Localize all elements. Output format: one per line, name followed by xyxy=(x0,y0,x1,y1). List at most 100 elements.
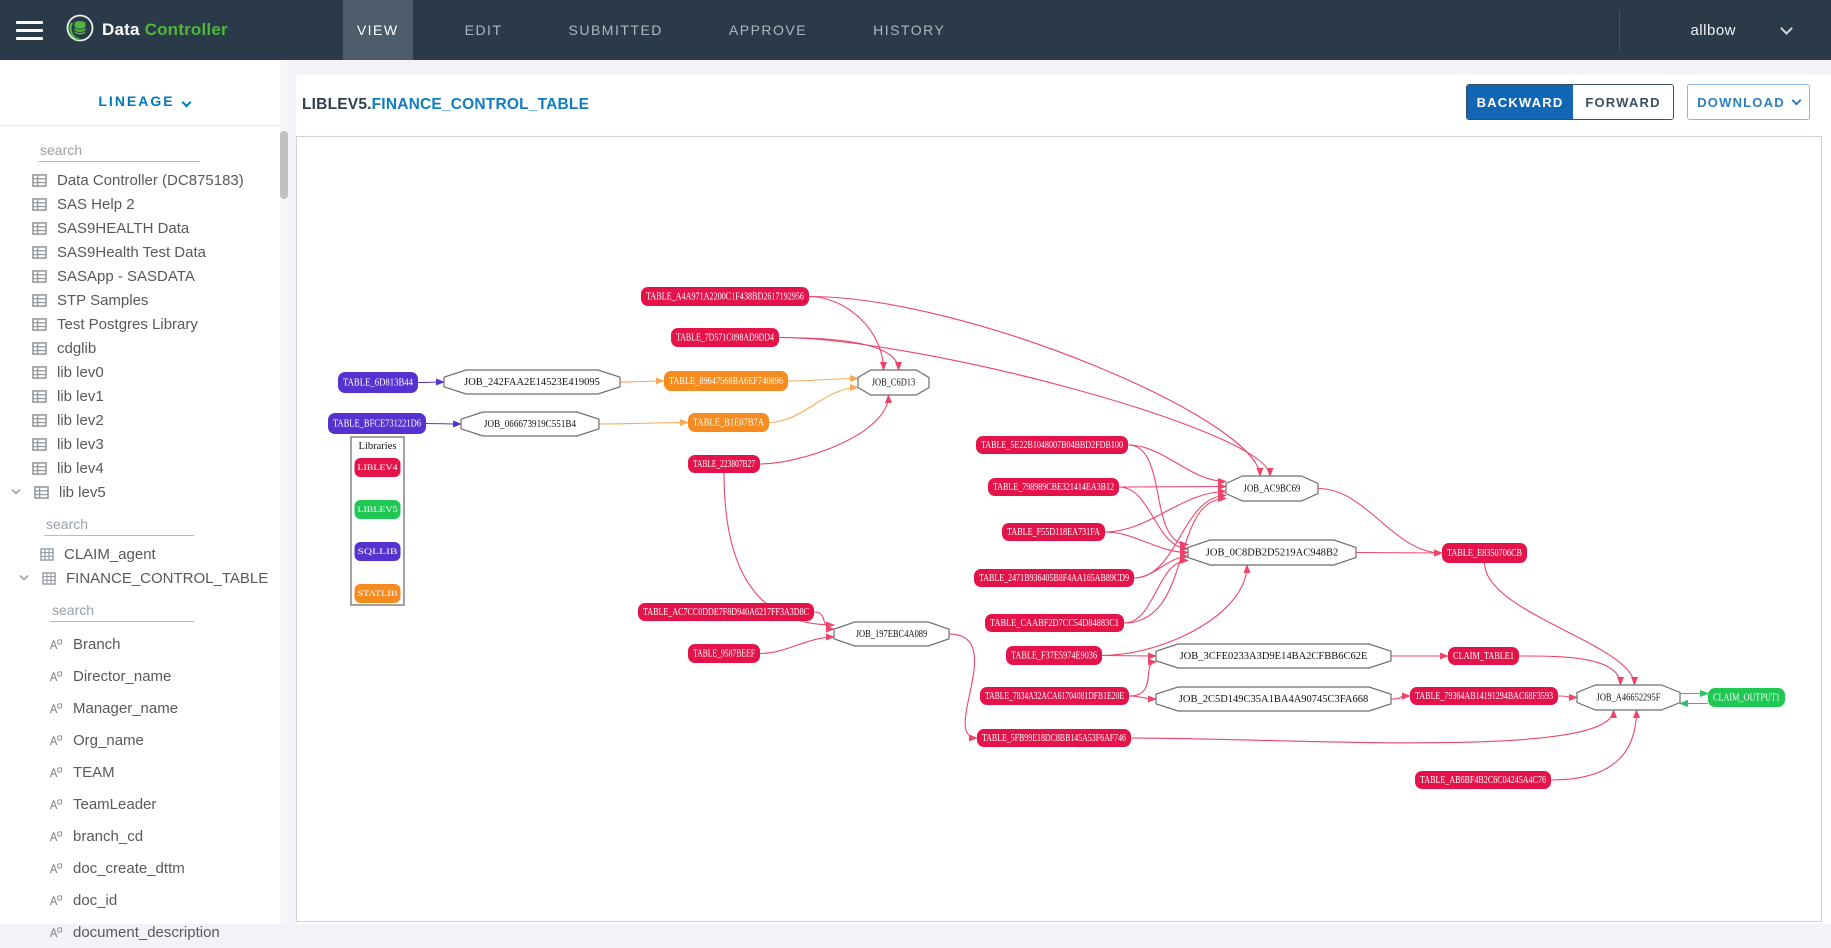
node-TABLE_5E22B1048007B04BBD2FDB100[interactable]: TABLE_5E22B1048007B04BBD2FDB100 xyxy=(976,436,1128,454)
database-logo-icon xyxy=(66,14,94,47)
node-TABLE_B1E07B7A[interactable]: TABLE_B1E07B7A xyxy=(688,413,769,432)
node-TABLE_F55D118EA731FA[interactable]: TABLE_F55D118EA731FA xyxy=(1002,523,1105,541)
svg-text:Libraries: Libraries xyxy=(359,441,397,452)
svg-text:TABLE_6D813B44: TABLE_6D813B44 xyxy=(343,377,414,388)
sidebar-library-data-controller-dc875183-label: Data Controller (DC875183) xyxy=(57,172,244,189)
node-JOB_C6D13[interactable]: JOB_C6D13 xyxy=(858,370,929,395)
sidebar-column-manager-name[interactable]: Manager_name xyxy=(0,692,288,724)
hamburger-menu-icon[interactable] xyxy=(0,0,56,60)
node-TABLE_A4A971A2200C1F438BD2617192956[interactable]: TABLE_A4A971A2200C1F438BD2617192956 xyxy=(641,287,809,306)
node-CLAIM_OUTPUT1[interactable]: CLAIM_OUTPUT1 xyxy=(1708,688,1785,707)
node-CLAIM_TABLE1[interactable]: CLAIM_TABLE1 xyxy=(1448,647,1519,665)
user-menu[interactable]: allbow xyxy=(1690,22,1791,39)
edge-claim_table1-to-j_a46652 xyxy=(1519,656,1621,685)
node-JOB_2C5D149C35A1BA4A90745C3FA668[interactable]: JOB_2C5D149C35A1BA4A90745C3FA668 xyxy=(1156,687,1391,711)
sidebar-scrollbar[interactable] xyxy=(280,60,288,924)
node-TABLE_798989CBE321414EA3B12[interactable]: TABLE_798989CBE321414EA3B12 xyxy=(988,478,1119,496)
sidebar-library-sas9health-data[interactable]: SAS9HEALTH Data xyxy=(0,216,288,240)
sidebar-column-doc-create-dttm[interactable]: doc_create_dttm xyxy=(0,852,288,884)
node-TABLE_79364AB14191294BAC68F3593[interactable]: TABLE_79364AB14191294BAC68F3593 xyxy=(1410,687,1558,705)
node-TABLE_2471B936405B8F4AA165AB89CD9[interactable]: TABLE_2471B936405B8F4AA165AB89CD9 xyxy=(974,569,1134,587)
sidebar-library-lib-lev3[interactable]: lib lev3 xyxy=(0,432,288,456)
node-JOB_A46652295F[interactable]: JOB_A46652295F xyxy=(1577,685,1680,710)
sidebar-table-claim-agent[interactable]: CLAIM_agent xyxy=(0,542,288,566)
sidebar-column-branch-cd[interactable]: branch_cd xyxy=(0,820,288,852)
sidebar-column-team[interactable]: TEAM xyxy=(0,756,288,788)
forward-button[interactable]: FORWARD xyxy=(1573,85,1673,119)
node-JOB_AC9BC69[interactable]: JOB_AC9BC69 xyxy=(1226,476,1318,501)
character-column-icon xyxy=(48,734,63,747)
svg-text:CLAIM_OUTPUT1: CLAIM_OUTPUT1 xyxy=(1713,692,1780,703)
library-search-input[interactable] xyxy=(38,140,200,162)
node-TABLE_89647568BA6EF740896[interactable]: TABLE_89647568BA6EF740896 xyxy=(664,371,788,391)
sidebar-column-doc-id-label: doc_id xyxy=(73,892,117,909)
chevron-down-icon[interactable] xyxy=(16,572,32,584)
table-list-icon xyxy=(32,414,47,427)
sidebar-column-branch[interactable]: Branch xyxy=(0,628,288,660)
sidebar-table-finance-control-table[interactable]: FINANCE_CONTROL_TABLE xyxy=(0,566,288,590)
node-TABLE_CAABF2D7CC54D84883C1[interactable]: TABLE_CAABF2D7CC54D84883C1 xyxy=(985,614,1124,632)
sidebar-library-lib-lev2[interactable]: lib lev2 xyxy=(0,408,288,432)
table-list-icon xyxy=(32,342,47,355)
main-content: LIBLEV5.FINANCE_CONTROL_TABLE BACKWARD F… xyxy=(288,60,1831,924)
sidebar-column-branch-label: Branch xyxy=(73,636,121,653)
sidebar-column-document-description[interactable]: document_description xyxy=(0,916,288,948)
backward-button[interactable]: BACKWARD xyxy=(1467,85,1573,119)
node-TABLE_7D571C098AD9DD4[interactable]: TABLE_7D571C098AD9DD4 xyxy=(671,328,779,347)
sidebar-scrollbar-thumb[interactable] xyxy=(280,131,288,199)
character-column-icon xyxy=(48,702,63,715)
app-brand[interactable]: Data Controller xyxy=(66,0,228,60)
sidebar-column-doc-id[interactable]: doc_id xyxy=(0,884,288,916)
tab-approve[interactable]: APPROVE xyxy=(715,0,821,60)
sidebar-library-cdglib[interactable]: cdglib xyxy=(0,336,288,360)
node-TABLE_7834A32ACA61704081DFB1E20E[interactable]: TABLE_7834A32ACA61704081DFB1E20E xyxy=(980,687,1129,705)
sidebar-library-stp-samples-label: STP Samples xyxy=(57,292,148,309)
table-search-input[interactable] xyxy=(44,514,194,536)
tab-history[interactable]: HISTORY xyxy=(859,0,959,60)
node-JOB_197EBC4A089[interactable]: JOB_197EBC4A089 xyxy=(834,622,949,646)
legend-libraries: LibrariesLIBLEV4LIBLEV5SQLLIBSTATLIB xyxy=(351,437,404,605)
node-TABLE_5FB99E18DC8BB145A53F6AF746[interactable]: TABLE_5FB99E18DC8BB145A53F6AF746 xyxy=(977,729,1131,747)
sidebar-library-lib-lev5[interactable]: lib lev5 xyxy=(0,480,288,504)
table-list-icon xyxy=(32,198,47,211)
sidebar-library-sasapp-sasdata[interactable]: SASApp - SASDATA xyxy=(0,264,288,288)
sidebar-column-teamleader[interactable]: TeamLeader xyxy=(0,788,288,820)
sidebar-column-director-name[interactable]: Director_name xyxy=(0,660,288,692)
mode-selector-lineage[interactable]: LINEAGE xyxy=(0,60,288,109)
node-TABLE_6D813B44[interactable]: TABLE_6D813B44 xyxy=(338,372,418,393)
node-TABLE_BFCE731221D6[interactable]: TABLE_BFCE731221D6 xyxy=(328,413,426,434)
svg-text:TABLE_E8350706CB: TABLE_E8350706CB xyxy=(1447,548,1522,559)
sidebar-library-data-controller-dc875183[interactable]: Data Controller (DC875183) xyxy=(0,168,288,192)
node-TABLE_AC7CC0DDE7F8D940A6217FF3A3D8C[interactable]: TABLE_AC7CC0DDE7F8D940A6217FF3A3D8C xyxy=(638,603,814,621)
sidebar-column-doc-create-dttm-label: doc_create_dttm xyxy=(73,860,185,877)
node-TABLE_E8350706CB[interactable]: TABLE_E8350706CB xyxy=(1442,543,1527,563)
download-button[interactable]: DOWNLOAD xyxy=(1687,84,1810,120)
node-TABLE_F37E5974E9036[interactable]: TABLE_F37E5974E9036 xyxy=(1006,646,1102,665)
node-TABLE_9587BEEF[interactable]: TABLE_9587BEEF xyxy=(688,644,760,663)
tab-edit[interactable]: EDIT xyxy=(451,0,517,60)
character-column-icon xyxy=(48,894,63,907)
sidebar-library-stp-samples[interactable]: STP Samples xyxy=(0,288,288,312)
character-column-icon xyxy=(48,766,63,779)
sidebar-library-test-postgres-library[interactable]: Test Postgres Library xyxy=(0,312,288,336)
node-JOB_3CFE0233A3D9E14BA2CFBB6C62E[interactable]: JOB_3CFE0233A3D9E14BA2CFBB6C62E xyxy=(1156,644,1391,668)
sidebar-column-org-name[interactable]: Org_name xyxy=(0,724,288,756)
node-JOB_0C8DB2D5219AC948B2[interactable]: JOB_0C8DB2D5219AC948B2 xyxy=(1188,540,1356,565)
node-JOB_066673919C551B4[interactable]: JOB_066673919C551B4 xyxy=(461,412,599,436)
column-search-input[interactable] xyxy=(50,600,194,622)
sidebar-table-finance-control-table-label: FINANCE_CONTROL_TABLE xyxy=(66,570,268,587)
sidebar-library-sas-help-2[interactable]: SAS Help 2 xyxy=(0,192,288,216)
node-TABLE_AB6BF4B2C6C04245A4C76[interactable]: TABLE_AB6BF4B2C6C04245A4C76 xyxy=(1415,771,1551,789)
tab-submitted[interactable]: SUBMITTED xyxy=(555,0,677,60)
sidebar-library-lib-lev1[interactable]: lib lev1 xyxy=(0,384,288,408)
chevron-down-icon[interactable] xyxy=(8,486,24,498)
node-TABLE_223807B27[interactable]: TABLE_223807B27 xyxy=(688,455,760,473)
sidebar-library-sas9health-test-data[interactable]: SAS9Health Test Data xyxy=(0,240,288,264)
sidebar-library-lib-lev4[interactable]: lib lev4 xyxy=(0,456,288,480)
sidebar-library-lib-lev0[interactable]: lib lev0 xyxy=(0,360,288,384)
node-JOB_242FAA2E14523E419095[interactable]: JOB_242FAA2E14523E419095 xyxy=(444,370,620,394)
tab-view[interactable]: VIEW xyxy=(343,0,413,60)
svg-text:TABLE_F37E5974E9036: TABLE_F37E5974E9036 xyxy=(1011,650,1097,661)
edge-t_798989-to-j_0c8db xyxy=(1119,487,1188,549)
svg-text:JOB_066673919C551B4: JOB_066673919C551B4 xyxy=(484,419,577,430)
